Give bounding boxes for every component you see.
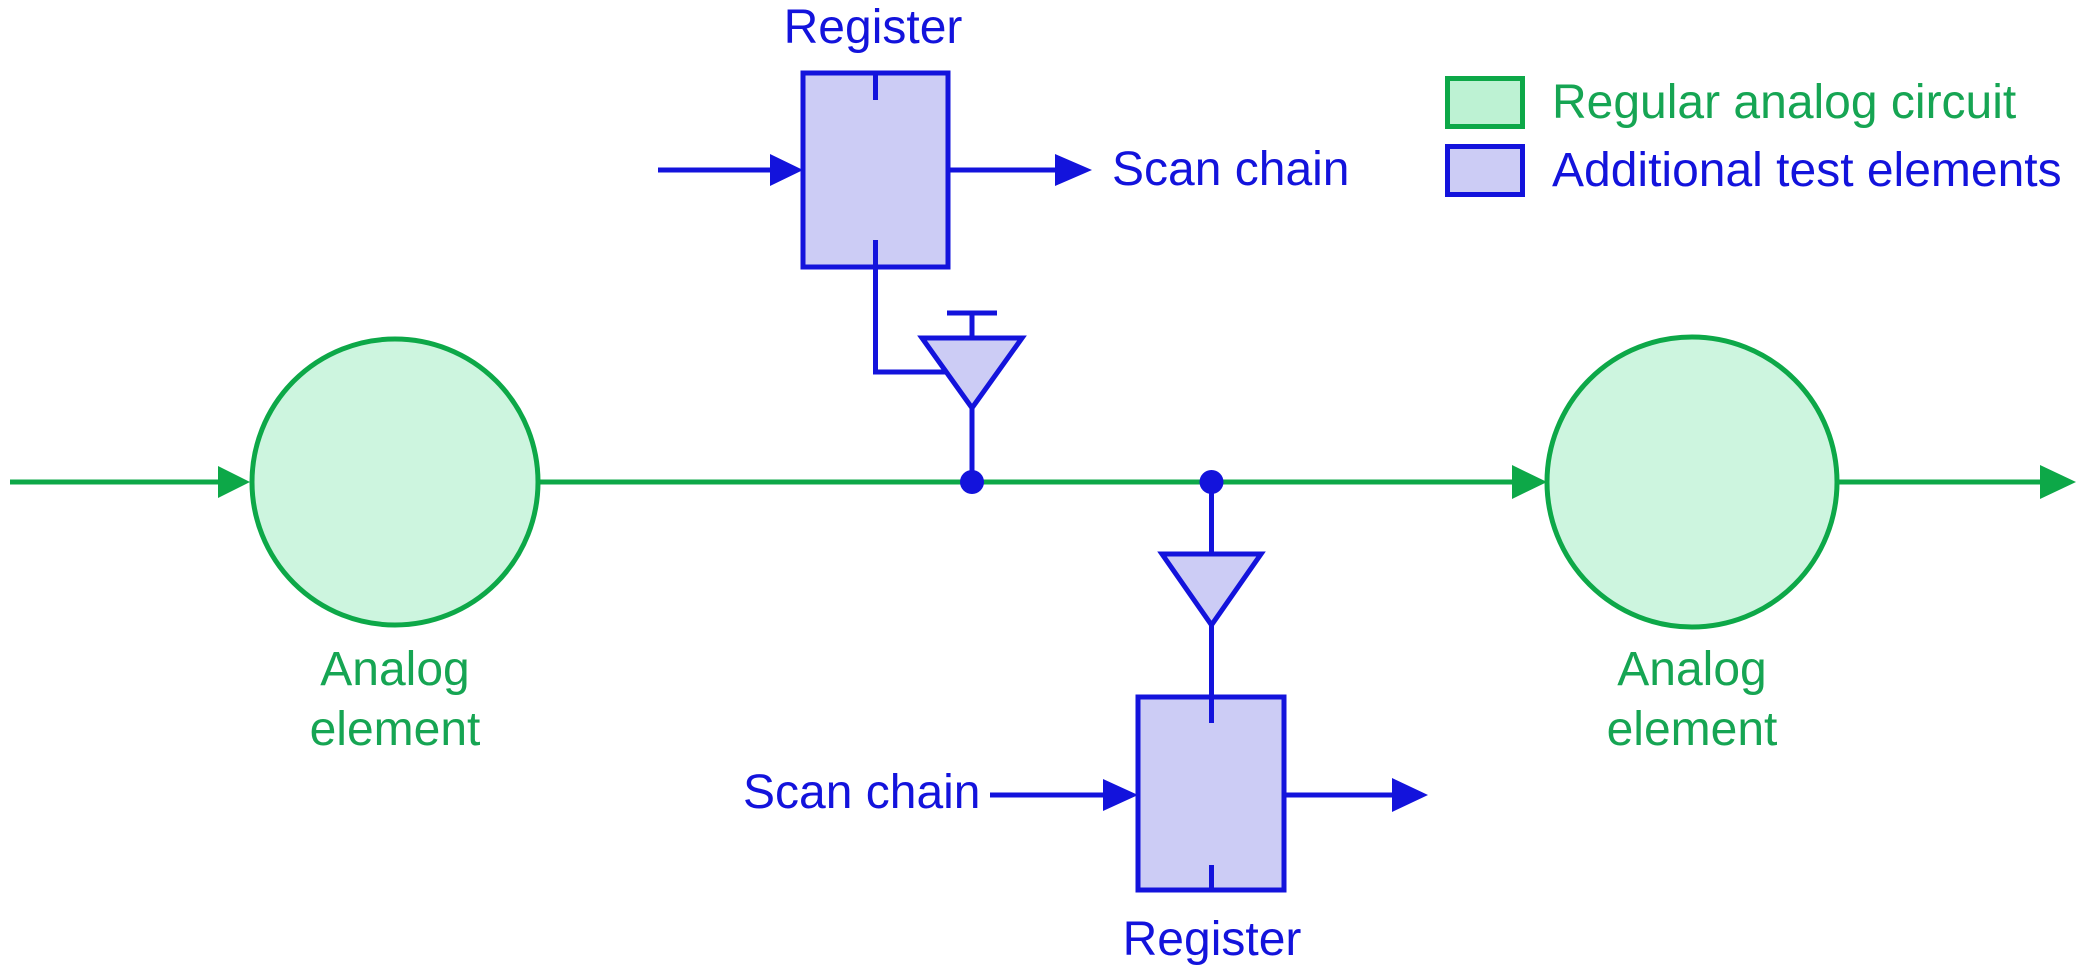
register-bottom-box xyxy=(1135,694,1287,893)
legend-swatch-additional-test-icon xyxy=(1445,144,1525,197)
legend-label-regular-analog: Regular analog circuit xyxy=(1552,76,2017,129)
analog-element-left-circle xyxy=(249,336,541,628)
tristate-buffer-bottom xyxy=(1157,551,1266,630)
scan-chain-top-arrowhead-icon xyxy=(1055,154,1092,186)
signal-mid-arrowhead-icon xyxy=(1512,465,1547,499)
junction-dot-left xyxy=(960,470,984,494)
analog-element-right-circle xyxy=(1544,334,1840,630)
tristate-buffer-top xyxy=(917,335,1027,413)
register-top-label: Register xyxy=(783,1,963,54)
scan-chain-top-label: Scan chain xyxy=(1112,143,1350,196)
analog-element-right-label: Analog element xyxy=(1606,643,1778,756)
register-top-input-arrowhead-icon xyxy=(770,154,803,186)
legend-swatch-regular-analog-icon xyxy=(1445,76,1525,129)
legend-item-regular-analog-circuit: Regular analog circuit xyxy=(1445,75,2016,130)
register-bottom-label: Register xyxy=(1122,913,1302,966)
analog-element-left-label: Analog element xyxy=(309,643,481,756)
signal-output-arrowhead-icon xyxy=(2040,465,2076,499)
scan-chain-bottom-label: Scan chain xyxy=(743,766,981,819)
register-bottom-output-arrowhead-icon xyxy=(1392,778,1428,812)
register-bottom-input-arrowhead-icon xyxy=(1103,779,1138,811)
register-top-box xyxy=(800,70,951,270)
signal-input-arrowhead-icon xyxy=(218,466,250,498)
tristate-enable-wire xyxy=(873,240,947,375)
legend-label-additional-test: Additional test elements xyxy=(1552,144,2062,197)
legend-item-additional-test-elements: Additional test elements xyxy=(1445,143,2062,198)
